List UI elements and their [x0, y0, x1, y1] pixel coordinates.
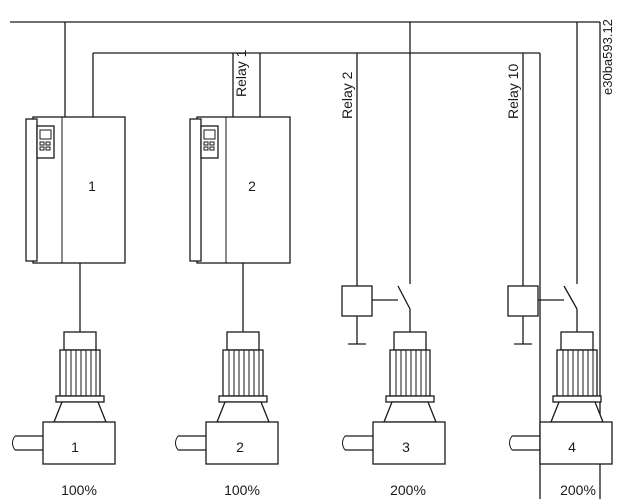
- pump-4-label: 4: [568, 439, 576, 455]
- pump-3: 3 200%: [341, 331, 446, 498]
- pump-4-percent: 200%: [560, 482, 596, 498]
- relay-10-circuit: [507, 22, 578, 345]
- pump-4: 4 200%: [508, 331, 613, 498]
- pump-3-label: 3: [402, 439, 410, 455]
- drive-1: 1: [25, 116, 126, 264]
- relay-2-label: Relay 2: [339, 71, 355, 119]
- drive-2: 2: [189, 116, 291, 264]
- pump-1: 1 100%: [11, 331, 116, 498]
- figure-id: e30ba593.12: [600, 19, 615, 95]
- pump-1-label: 1: [71, 439, 79, 455]
- relay-10-label: Relay 10: [505, 64, 521, 119]
- drive-2-label: 2: [248, 178, 256, 194]
- drive-1-label: 1: [88, 178, 96, 194]
- relay-1-label: Relay 1: [233, 49, 249, 97]
- pump-2-label: 2: [236, 439, 244, 455]
- pump-2: 2 100%: [174, 331, 279, 498]
- pump-1-percent: 100%: [61, 482, 97, 498]
- pump-2-percent: 100%: [224, 482, 260, 498]
- pump-3-percent: 200%: [390, 482, 426, 498]
- relay-2-circuit: [341, 22, 411, 345]
- drive-feed-lines: [64, 22, 261, 332]
